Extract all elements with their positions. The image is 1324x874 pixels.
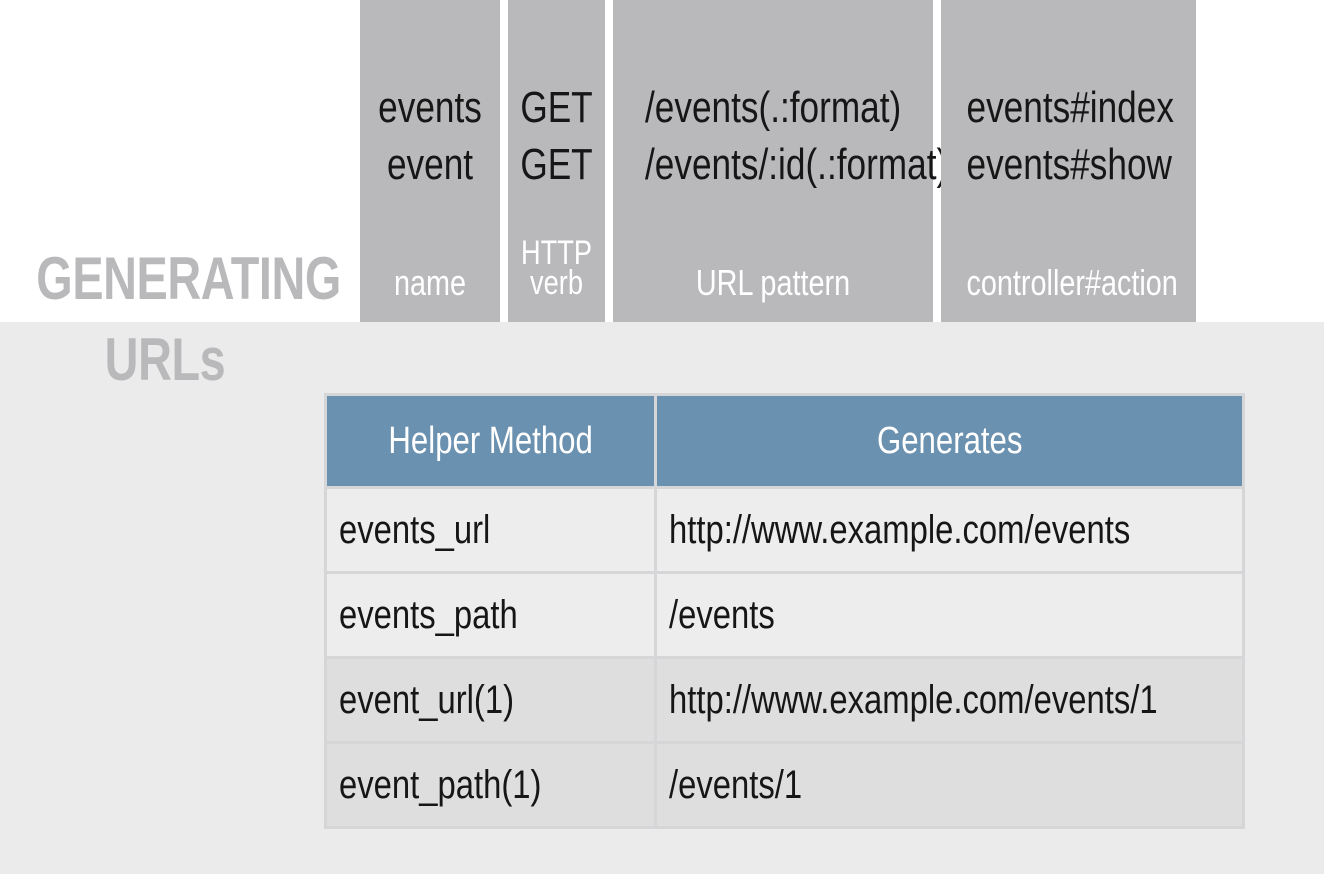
route-verb-value: GET (520, 140, 593, 189)
table-row: event_path(1) /events/1 (324, 741, 1245, 829)
route-name-value: event (386, 140, 474, 189)
route-pattern-value: /events(.:format) (645, 83, 902, 132)
column-header-generates: Generates (654, 393, 1245, 489)
route-pattern-value: /events/:id(.:format) (645, 140, 949, 189)
helper-method-cell: events_path (324, 571, 657, 659)
route-name-value: events (378, 83, 482, 132)
route-action-value: events#show (966, 140, 1172, 189)
column-header-helper-method: Helper Method (324, 393, 657, 489)
generated-url-cell: http://www.example.com/events (654, 486, 1245, 574)
generated-url-cell: /events (654, 571, 1245, 659)
generated-url-cell: http://www.example.com/events/1 (654, 656, 1245, 744)
generated-url-cell: /events/1 (654, 741, 1245, 829)
helper-methods-table: Helper Method Generates events_url http:… (324, 393, 1245, 829)
route-column-name: events event name (360, 0, 500, 322)
helper-method-cell: event_path(1) (324, 741, 657, 829)
route-column-caption: HTTP verb (520, 234, 593, 302)
route-column-verb: GET GET HTTP verb (508, 0, 605, 322)
route-column-caption: controller#action (966, 262, 1178, 303)
table-row: events_url http://www.example.com/events (324, 486, 1245, 574)
route-verb-value: GET (520, 83, 593, 132)
route-column-action: events#index events#show controller#acti… (941, 0, 1196, 322)
table-row: event_url(1) http://www.example.com/even… (324, 656, 1245, 744)
helper-method-cell: events_url (324, 486, 657, 574)
route-action-value: events#index (966, 83, 1174, 132)
table-header-row: Helper Method Generates (324, 393, 1245, 489)
route-column-caption: URL pattern (695, 262, 851, 303)
route-column-pattern: /events(.:format) /events/:id(.:format) … (613, 0, 949, 322)
route-column-caption: name (393, 262, 467, 303)
helper-method-cell: event_url(1) (324, 656, 657, 744)
slide-title-line2: URLs (104, 326, 226, 393)
table-row: events_path /events (324, 571, 1245, 659)
slide-title-line1: GENERATING (36, 245, 341, 312)
